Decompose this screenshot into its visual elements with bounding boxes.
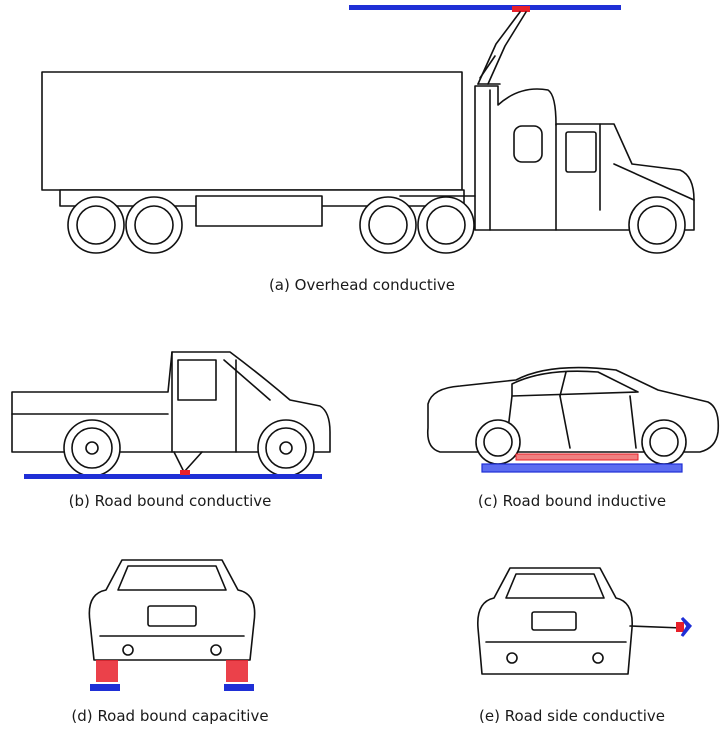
caption-c: (c) Road bound inductive — [420, 492, 724, 510]
capacitive-plate-left — [96, 660, 118, 682]
caption-a-tag: (a) — [268, 276, 290, 294]
panel-e-road-side-conductive: (e) Road side conductive — [420, 550, 724, 730]
road-conductor-rail — [24, 474, 322, 479]
pantograph-arm — [477, 11, 521, 85]
rear-car-roadside-illustration — [477, 567, 693, 675]
panel-a-overhead-conductive: (a) Overhead conductive — [0, 0, 724, 294]
panel-c-road-bound-inductive: (c) Road bound inductive — [420, 356, 724, 520]
road-plate-right — [224, 684, 254, 691]
pantograph-arm-2 — [487, 11, 527, 85]
panel-b-road-bound-conductive: (b) Road bound conductive — [0, 340, 340, 520]
trailer-box — [41, 71, 463, 191]
caption-e: (e) Road side conductive — [420, 707, 724, 725]
license-plate — [147, 605, 197, 627]
side-collector-arm — [629, 625, 683, 629]
caption-a: (a) Overhead conductive — [0, 276, 724, 294]
sedan-illustration — [426, 366, 720, 473]
caption-b-label: Road bound conductive — [94, 492, 272, 510]
truck-illustration — [41, 5, 695, 254]
panel-d-road-bound-capacitive: (d) Road bound capacitive — [0, 550, 340, 730]
collector-contact — [180, 470, 190, 475]
caption-e-tag: (e) — [479, 707, 500, 725]
caption-e-label: Road side conductive — [504, 707, 665, 725]
road-transmitter-pad — [481, 463, 683, 473]
caption-d-label: Road bound capacitive — [97, 707, 269, 725]
pickup-window — [177, 359, 217, 401]
caption-b: (b) Road bound conductive — [0, 492, 340, 510]
side-collector-contact — [676, 622, 684, 632]
road-plate-left — [90, 684, 120, 691]
caption-c-label: Road bound inductive — [502, 492, 667, 510]
pickup-illustration — [11, 351, 331, 479]
caption-d: (d) Road bound capacitive — [0, 707, 340, 725]
cab-window — [513, 125, 543, 163]
collector-arm — [173, 451, 203, 473]
caption-b-tag: (b) — [68, 492, 90, 510]
caption-a-label: Overhead conductive — [294, 276, 456, 294]
rear-car-capacitive-illustration — [88, 559, 256, 691]
truck-wheels — [67, 196, 686, 254]
capacitive-plate-right — [226, 660, 248, 682]
roadside-conductor — [680, 616, 693, 637]
caption-d-tag: (d) — [71, 707, 93, 725]
license-plate — [531, 611, 577, 631]
door-window — [565, 131, 597, 173]
sedan-windows — [511, 370, 639, 397]
vehicle-pickup-coil — [515, 453, 639, 461]
pantograph-contact — [512, 6, 530, 12]
trailer-fuel-tank — [195, 195, 323, 227]
caption-c-tag: (c) — [477, 492, 498, 510]
overhead-conductor-line — [349, 5, 621, 10]
